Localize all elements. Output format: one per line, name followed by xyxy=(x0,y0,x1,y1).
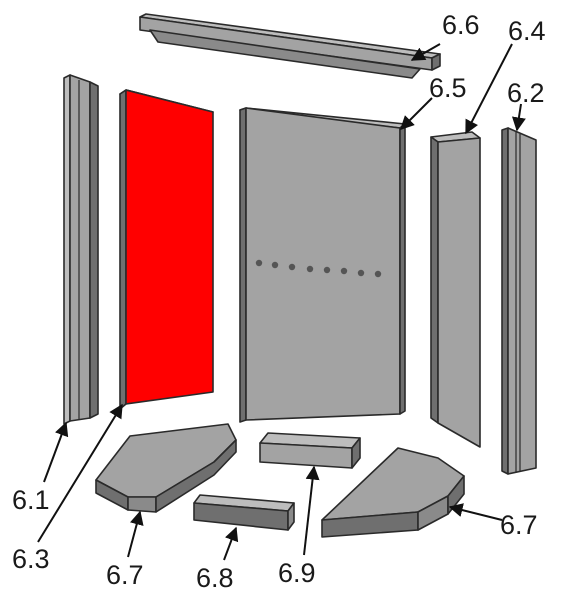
air-holes xyxy=(255,259,382,278)
leader-6-9 xyxy=(303,465,320,556)
label-6-8: 6.8 xyxy=(196,563,234,593)
part-6-7-left-base-slab xyxy=(95,423,237,513)
leader-lines xyxy=(37,43,526,561)
leader-6-7-right xyxy=(448,503,503,521)
leader-6-4 xyxy=(465,43,513,135)
part-6-4-right-panel xyxy=(430,131,481,448)
part-6-9-small-brick xyxy=(259,432,361,469)
label-6-3: 6.3 xyxy=(12,544,50,574)
label-6-4: 6.4 xyxy=(508,16,546,46)
label-6-1: 6.1 xyxy=(12,485,50,515)
part-6-8-small-brick xyxy=(193,494,295,531)
leader-6-2 xyxy=(511,103,526,132)
leader-6-1 xyxy=(43,421,69,483)
label-6-9: 6.9 xyxy=(278,558,316,588)
leader-6-8 xyxy=(223,526,239,561)
part-6-5-back-panel xyxy=(239,107,406,423)
label-6-7-left: 6.7 xyxy=(106,560,144,590)
leader-6-3 xyxy=(37,403,123,543)
part-6-3-highlighted-panel xyxy=(119,89,214,410)
leader-6-7-left xyxy=(127,510,144,558)
label-6-2: 6.2 xyxy=(507,78,545,108)
part-6-6-top-baffle xyxy=(139,13,441,79)
callout-labels: 6.6 6.4 6.5 6.2 6.1 6.3 6.7 6.8 6.9 6.7 xyxy=(12,10,546,593)
label-6-6: 6.6 xyxy=(442,10,480,40)
label-6-5: 6.5 xyxy=(429,73,467,103)
part-6-2-right-side-brick xyxy=(501,127,537,475)
label-6-7-right: 6.7 xyxy=(500,510,538,540)
part-6-1-left-side-brick xyxy=(63,74,99,425)
leader-6-6 xyxy=(410,43,441,61)
leader-6-5 xyxy=(400,97,433,130)
